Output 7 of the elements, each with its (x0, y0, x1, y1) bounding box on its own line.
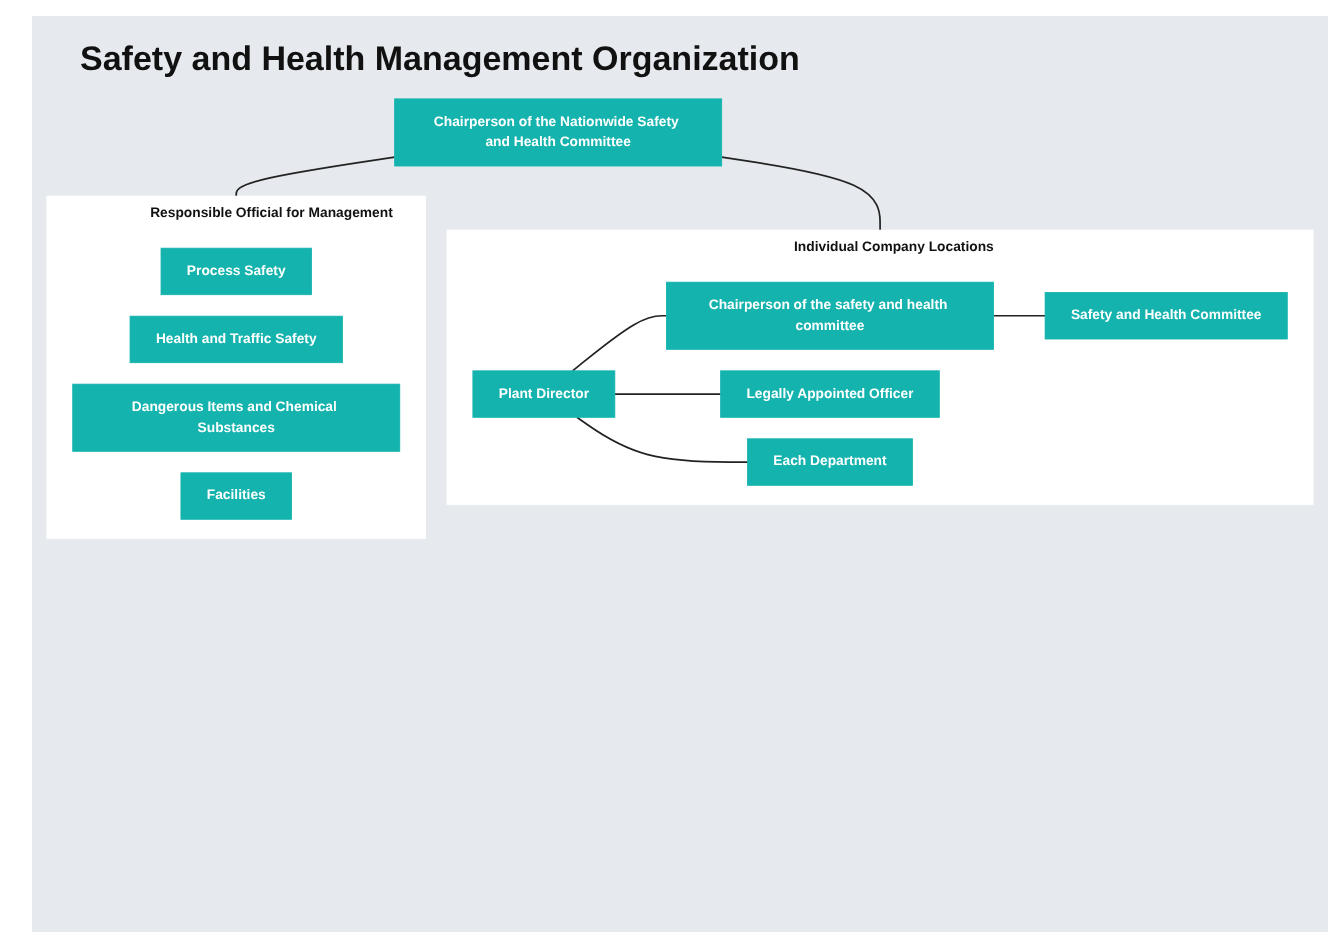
connector (576, 416, 749, 463)
diagram-title: Safety and Health Management Organization (80, 40, 800, 80)
connector (613, 393, 722, 395)
connector (992, 314, 1046, 317)
connector (235, 156, 396, 197)
connector (720, 156, 881, 231)
connector (571, 314, 668, 372)
